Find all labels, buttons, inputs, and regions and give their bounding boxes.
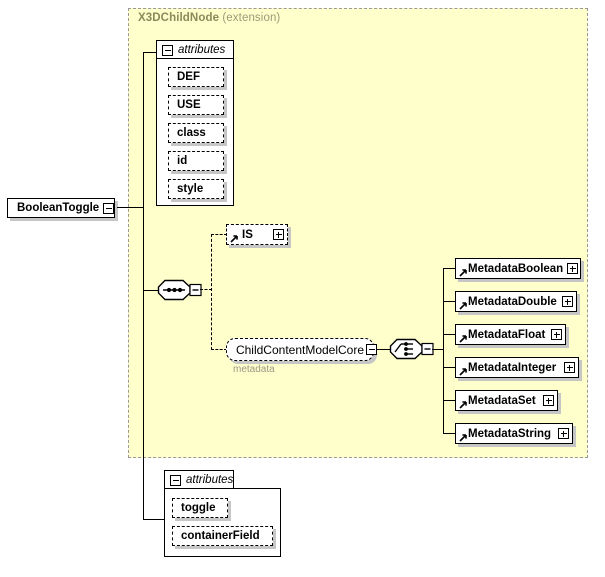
- connector-choice-out: [432, 349, 444, 351]
- extension-base-type-label: X3DChildNode: [138, 12, 220, 24]
- element-is-label: IS: [242, 228, 253, 241]
- connector-branch-to-childcontentmodelcore: [211, 349, 227, 350]
- element-metadata-set[interactable]: MetadataSet: [455, 390, 558, 411]
- connector-sequence-out: [200, 289, 212, 290]
- element-metadata-float-label: MetadataFloat: [468, 328, 546, 341]
- connector-sequence-branch-vertical: [211, 234, 212, 350]
- attribute-id-label: id: [177, 155, 188, 167]
- element-boolean-toggle-label: BooleanToggle: [17, 202, 100, 214]
- expand-icon-metadata-string[interactable]: [558, 428, 569, 439]
- expand-icon-metadata-double[interactable]: [562, 296, 573, 307]
- attribute-def[interactable]: DEF: [168, 67, 224, 87]
- connector-branch-to-metadata-integer: [443, 367, 456, 369]
- element-metadata-string-label: MetadataString: [468, 427, 552, 440]
- sequence-icon: [157, 279, 202, 301]
- connector-branch-to-metadata-float: [443, 334, 456, 336]
- connector-branch-to-metadata-string: [443, 433, 456, 435]
- attribute-style-label: style: [177, 183, 204, 195]
- element-metadata-integer-label: MetadataInteger: [468, 361, 557, 374]
- expand-icon-metadata-integer[interactable]: [564, 362, 575, 373]
- collapse-icon-attributes-inherited[interactable]: [162, 44, 173, 56]
- attribute-style[interactable]: style: [168, 179, 224, 199]
- expand-icon-metadata-set[interactable]: [543, 395, 554, 406]
- attributes-group-header-inherited[interactable]: attributes: [156, 40, 234, 59]
- choice-compositor[interactable]: [389, 335, 435, 363]
- attribute-toggle-label: toggle: [181, 502, 216, 514]
- element-metadata-double[interactable]: MetadataDouble: [455, 291, 577, 312]
- attributes-group-header-own[interactable]: attributes: [164, 470, 234, 489]
- collapse-icon-boolean-toggle[interactable]: [103, 202, 115, 214]
- element-metadata-string[interactable]: MetadataString: [455, 423, 573, 444]
- connector-branch-to-metadata-set: [443, 400, 456, 402]
- collapse-icon-attributes-own[interactable]: [170, 474, 181, 486]
- attributes-group-label-own: attributes: [186, 474, 234, 486]
- element-metadata-double-label: MetadataDouble: [468, 295, 557, 308]
- connector-branch-to-metadata-boolean: [443, 268, 456, 270]
- sequence-compositor[interactable]: [157, 276, 203, 304]
- attribute-id[interactable]: id: [168, 151, 224, 171]
- connector-root-to-spine: [117, 207, 144, 209]
- collapse-icon-child-content-model-core[interactable]: [366, 344, 377, 355]
- expand-icon-is[interactable]: [273, 229, 284, 240]
- connector-group-to-choice: [377, 349, 391, 351]
- attribute-class-label: class: [177, 127, 206, 139]
- element-metadata-set-label: MetadataSet: [468, 394, 536, 407]
- connector-spine-to-attributes: [143, 52, 157, 54]
- connector-spine-to-own-attributes: [143, 519, 165, 521]
- expand-icon-metadata-float[interactable]: [551, 329, 562, 340]
- connector-branch-to-metadata-double: [443, 301, 456, 303]
- connector-spine-vertical: [143, 52, 145, 520]
- element-metadata-boolean[interactable]: MetadataBoolean: [455, 258, 581, 279]
- element-metadata-boolean-label: MetadataBoolean: [468, 262, 564, 275]
- group-child-content-model-core[interactable]: ChildContentModelCore: [226, 338, 374, 361]
- attribute-toggle[interactable]: toggle: [172, 498, 228, 518]
- connector-branch-to-is: [211, 234, 227, 235]
- element-is[interactable]: IS: [226, 224, 288, 245]
- attribute-def-label: DEF: [177, 71, 200, 83]
- connector-metadata-branch-vertical: [443, 268, 445, 433]
- attribute-use[interactable]: USE: [168, 95, 224, 115]
- element-metadata-float[interactable]: MetadataFloat: [455, 324, 566, 345]
- element-metadata-integer[interactable]: MetadataInteger: [455, 357, 579, 378]
- extension-kind-label: (extension): [222, 12, 281, 24]
- group-child-content-model-core-caption: metadata: [233, 364, 275, 375]
- extension-panel-title: X3DChildNode (extension): [138, 12, 280, 24]
- attribute-class[interactable]: class: [168, 123, 224, 143]
- attribute-use-label: USE: [177, 99, 201, 111]
- element-boolean-toggle[interactable]: BooleanToggle: [7, 198, 115, 218]
- choice-icon: [389, 338, 434, 360]
- group-child-content-model-core-label: ChildContentModelCore: [235, 342, 365, 357]
- attributes-group-label-inherited: attributes: [178, 44, 226, 56]
- attribute-container-field-label: containerField: [181, 530, 260, 542]
- expand-icon-metadata-boolean[interactable]: [567, 263, 579, 274]
- attribute-container-field[interactable]: containerField: [172, 526, 273, 546]
- connector-spine-to-sequence: [143, 290, 159, 292]
